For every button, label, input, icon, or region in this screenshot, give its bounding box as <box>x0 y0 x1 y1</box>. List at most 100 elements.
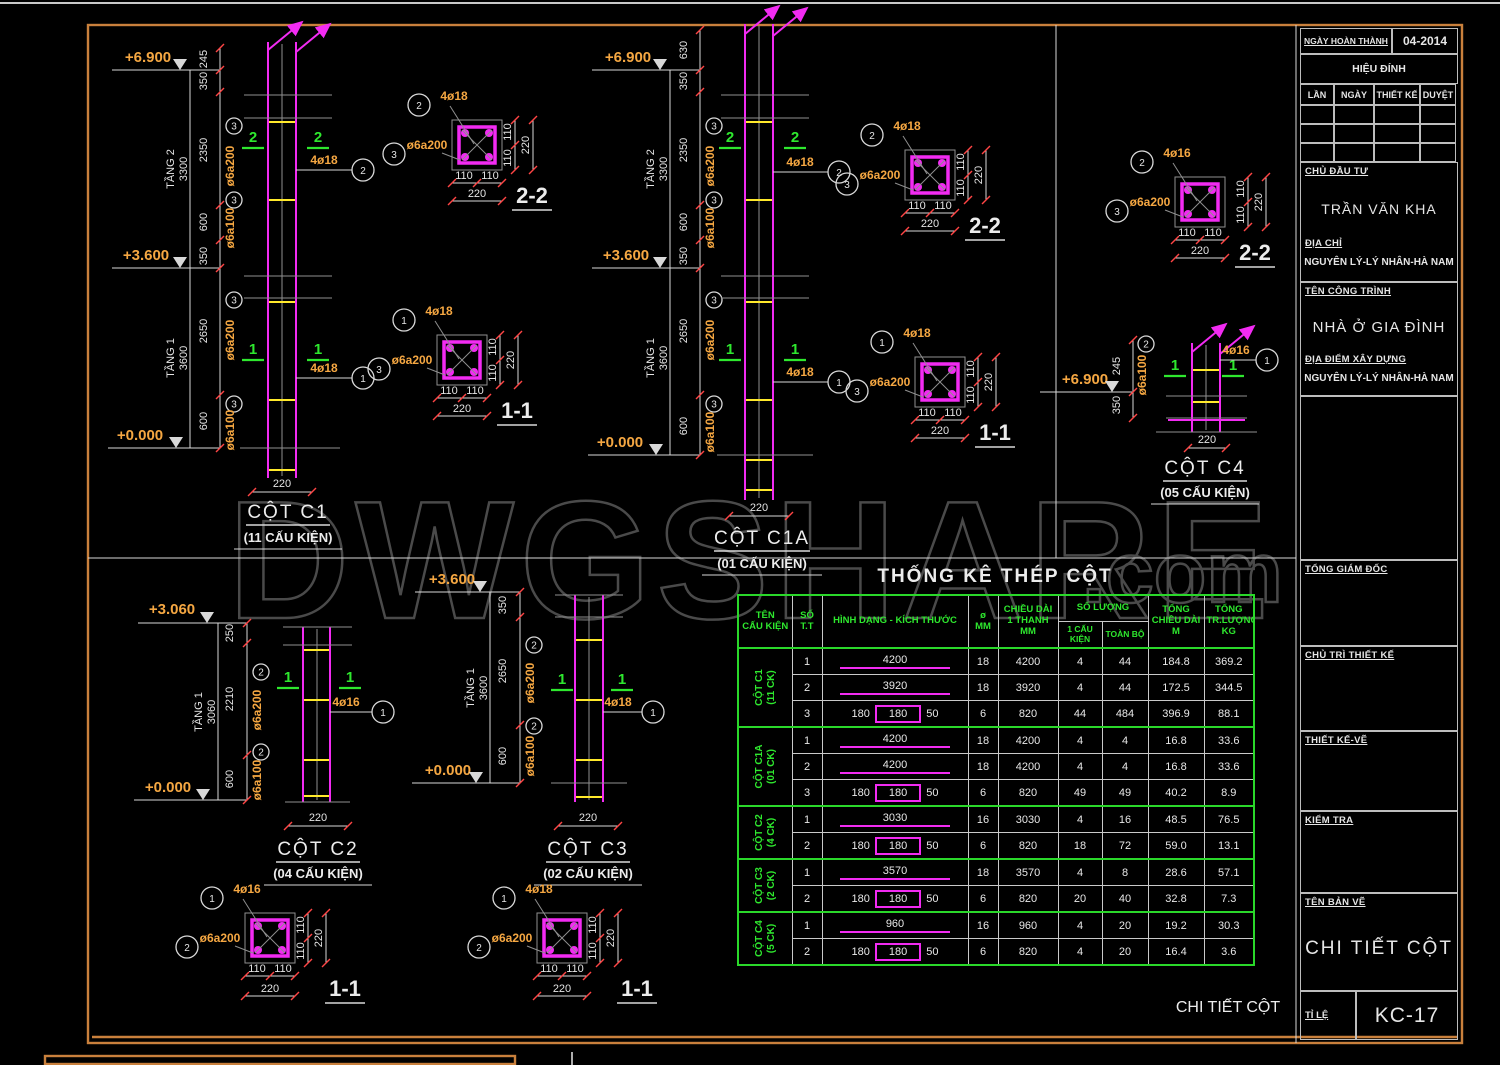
ref-number: 2 <box>531 641 537 652</box>
column-count: (05 CẤU KIỆN) <box>1160 485 1250 500</box>
level-label: +3.600 <box>603 247 649 264</box>
stirrup-spacing: ø6a200 <box>250 689 264 730</box>
column-c2-elevation: +3.060 +0.000 TẦNG 1 3060 250 2210 600 2… <box>134 601 395 886</box>
storey-label: TẦNG 2 <box>644 149 657 189</box>
stirrup-spacing: ø6a100 <box>223 207 237 248</box>
owner-label: CHỦ ĐẦU TƯ <box>1305 166 1369 177</box>
level-label: +0.000 <box>117 427 163 444</box>
column-name: CỘT C1A <box>714 527 810 549</box>
steel-schedule-table: TÊN CẤU KIỆN SỐ T.T HÌNH DẠNG - KÍCH THƯ… <box>737 594 1255 966</box>
location-value: NGUYÊN LÝ-LÝ NHÂN-HÀ NAM <box>1304 373 1454 384</box>
storey-label: TẦNG 1 <box>192 692 205 732</box>
checker-label: KIỂM TRA <box>1305 815 1354 826</box>
dim-text: 220 <box>983 373 995 391</box>
dim-text: 110 <box>481 170 499 182</box>
dim-text: 350 <box>678 72 690 90</box>
ref-number: 2 <box>360 166 366 177</box>
section-mark: 2 <box>249 129 257 146</box>
rebar-label: 4ø16 <box>332 695 360 709</box>
project-value: NHÀ Ở GIA ĐÌNH <box>1312 319 1446 336</box>
dim-text: 220 <box>1191 245 1209 257</box>
rebar-label: 4ø16 <box>1222 343 1250 357</box>
stirrup-spacing: ø6a200 <box>703 145 717 186</box>
chief-designer-section: CHỦ TRÌ THIẾT KẾ <box>1300 646 1458 731</box>
project-section: TÊN CÔNG TRÌNH NHÀ Ở GIA ĐÌNH ĐỊA ĐIỂM X… <box>1300 282 1458 396</box>
stirrup-label: ø6a200 <box>492 931 533 945</box>
section-mark: 1 <box>1171 357 1179 374</box>
dim-text: 220 <box>520 136 532 154</box>
dim-text: 2650 <box>198 319 210 343</box>
section-mark: 1 <box>558 671 566 688</box>
section-mark: 1 <box>249 341 257 358</box>
dim-text: 2650 <box>678 319 690 343</box>
ref-number: 2 <box>531 722 537 733</box>
stirrup-label: ø6a200 <box>407 138 448 152</box>
stirrup-spacing: ø6a100 <box>250 759 264 800</box>
column-name: CỘT C2 <box>277 838 358 860</box>
completion-date-label: NGÀY HOÀN THÀNH <box>1300 28 1392 54</box>
column-count: (11 CẤU KIỆN) <box>244 530 333 545</box>
chief-designer-label: CHỦ TRÌ THIẾT KẾ <box>1305 650 1395 661</box>
section-mark: 1 <box>1229 357 1237 374</box>
dim-text: 110 <box>955 153 967 171</box>
dim-text: 110 <box>487 338 499 356</box>
rebar-label: 4ø18 <box>525 882 553 896</box>
dim-text: 220 <box>468 188 486 200</box>
ref-number: 3 <box>711 400 717 411</box>
dim-text: 350 <box>678 247 690 265</box>
ref-number: 1 <box>501 894 507 905</box>
storey-height: 3060 <box>206 700 218 724</box>
dim-text: 110 <box>274 963 292 975</box>
storey-height: 3300 <box>178 157 190 181</box>
rebar-label: 4ø18 <box>893 119 921 133</box>
ref-number: 3 <box>711 296 717 307</box>
dim-text: 220 <box>261 983 279 995</box>
stirrup-label: ø6a200 <box>860 168 901 182</box>
column-name: CỘT C1 <box>247 501 328 523</box>
storey-height: 3600 <box>178 346 190 370</box>
dim-text: 110 <box>455 170 473 182</box>
dim-text: 110 <box>502 149 514 167</box>
section-label: 1-1 <box>501 398 533 423</box>
column-c1-elevation: +6.900 +3.600 +0.000 TẦNG 2 3300 TẦNG 1 … <box>108 20 375 550</box>
dim-text: 110 <box>1204 227 1222 239</box>
ref-number: 2 <box>1143 340 1149 351</box>
section-mark: 2 <box>314 129 322 146</box>
section-mark: 1 <box>284 669 292 686</box>
dim-text: 600 <box>198 412 210 430</box>
location-label: ĐỊA ĐIỂM XÂY DỰNG <box>1305 354 1407 365</box>
ref-number: 2 <box>184 943 190 954</box>
dim-text: 600 <box>678 213 690 231</box>
drawing-name-label: TÊN BẢN VẼ <box>1305 897 1366 908</box>
ref-number: 2 <box>476 943 482 954</box>
designer-label: THIẾT KẾ-VẼ <box>1305 735 1368 746</box>
dim-text: 110 <box>965 386 977 404</box>
dim-text: 110 <box>944 407 962 419</box>
dim-text: 2650 <box>497 659 509 683</box>
dim-text: 220 <box>973 166 985 184</box>
dim-text: 110 <box>934 200 952 212</box>
steel-schedule: THỐNG KÊ THÉP CỘT TÊN CẤU KIỆN SỐ T.T HÌ… <box>737 566 1255 966</box>
stirrup-label: ø6a200 <box>200 931 241 945</box>
level-label: +6.900 <box>125 49 171 66</box>
stirrup-spacing: ø6a100 <box>703 207 717 248</box>
ref-number: 1 <box>401 316 407 327</box>
owner-value: TRẦN VĂN KHA <box>1321 201 1437 217</box>
director-label: TỔNG GIÁM ĐỐC <box>1305 564 1388 575</box>
dim-text: 600 <box>198 213 210 231</box>
rebar-label: 4ø18 <box>310 361 338 375</box>
column-name: CỘT C3 <box>547 838 628 860</box>
ref-number: 1 <box>1264 356 1270 367</box>
dim-text: 110 <box>587 942 599 960</box>
stirrup-spacing: ø6a100 <box>703 411 717 452</box>
